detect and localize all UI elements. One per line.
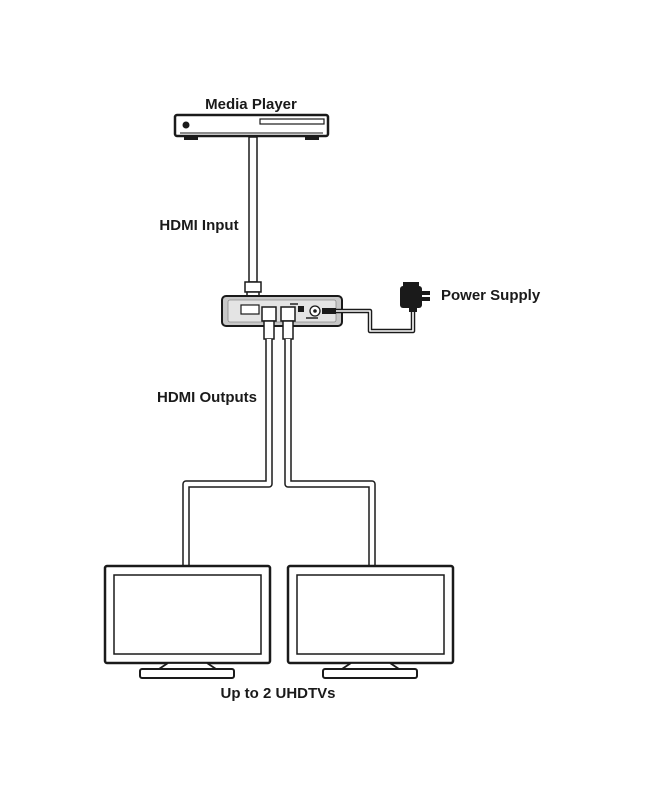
- hdmi-output-cables: [182, 306, 376, 566]
- power-supply-label: Power Supply: [441, 287, 541, 304]
- hdmi-outputs-label: HDMI Outputs: [157, 389, 257, 406]
- power-supply-adapter: [322, 282, 430, 334]
- hdmi-input-label: HDMI Input: [159, 217, 238, 234]
- hdmi-input-cable: [244, 136, 262, 305]
- uhdtvs-label: Up to 2 UHDTVs: [220, 685, 335, 702]
- uhdtv-display-1: [103, 564, 272, 679]
- uhdtv-display-2: [286, 564, 455, 679]
- media-player-label: Media Player: [205, 96, 297, 113]
- media-player-device: [173, 113, 330, 140]
